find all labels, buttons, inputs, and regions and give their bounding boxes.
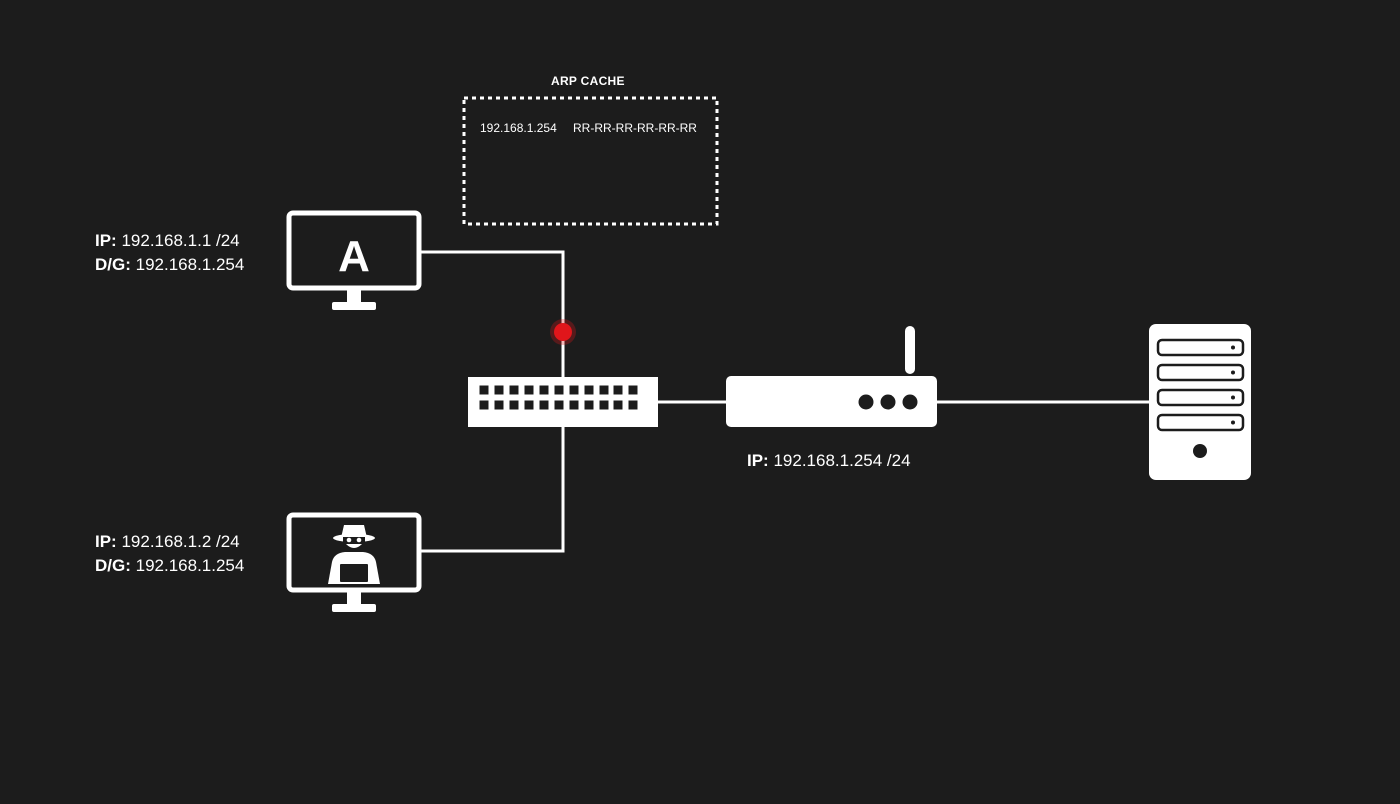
switch-port	[479, 400, 489, 410]
switch-port	[539, 400, 549, 410]
router-icon	[726, 326, 937, 427]
switch-port	[494, 385, 504, 395]
attacker-dg-key: D/G:	[95, 556, 131, 575]
host-a-monitor-icon	[286, 210, 422, 310]
switch-port	[584, 385, 594, 395]
switch-port	[584, 400, 594, 410]
attacker-ip-value: 192.168.1.2 /24	[121, 532, 240, 551]
switch-port	[554, 385, 564, 395]
host-a-ip-key: IP:	[95, 231, 117, 250]
host-a-dg-value: 192.168.1.254	[135, 255, 245, 274]
attacker-ip-label: IP: 192.168.1.2 /24	[95, 530, 240, 554]
server-icon	[1149, 324, 1251, 480]
router-ip-key: IP:	[747, 451, 769, 470]
switch-port	[628, 400, 638, 410]
router-ip-value: 192.168.1.254 /24	[773, 451, 911, 470]
attacker-dg-value: 192.168.1.254	[135, 556, 245, 575]
switch-ports	[479, 385, 638, 410]
switch-port	[524, 400, 534, 410]
link-attacker-switch	[420, 426, 565, 553]
switch-port	[599, 385, 609, 395]
link-host-a-switch	[420, 250, 565, 378]
arp-entry-mac: RR-RR-RR-RR-RR-RR	[573, 121, 697, 135]
host-a-dg-label: D/G: 192.168.1.254	[95, 253, 244, 277]
arp-packet-icon	[550, 319, 576, 345]
switch-port	[569, 385, 579, 395]
arp-cache-box	[462, 96, 719, 226]
hacker-icon	[328, 525, 380, 584]
switch-port	[524, 385, 534, 395]
arp-entry-ip: 192.168.1.254	[480, 121, 557, 135]
host-a-ip-label: IP: 192.168.1.1 /24	[95, 229, 240, 253]
host-a-letter: A	[338, 232, 370, 281]
switch-port	[613, 385, 623, 395]
switch-port	[479, 385, 489, 395]
attacker-dg-label: D/G: 192.168.1.254	[95, 554, 244, 578]
switch-port	[509, 400, 519, 410]
arp-cache-title: ARP CACHE	[551, 74, 625, 88]
switch-port	[509, 385, 519, 395]
switch-port	[628, 385, 638, 395]
switch-port	[569, 400, 579, 410]
attacker-monitor-icon	[286, 512, 422, 612]
switch-port	[494, 400, 504, 410]
host-a-ip-value: 192.168.1.1 /24	[121, 231, 240, 250]
switch-port	[539, 385, 549, 395]
switch-port	[613, 400, 623, 410]
attacker-ip-key: IP:	[95, 532, 117, 551]
switch-port	[554, 400, 564, 410]
router-ip-label: IP: 192.168.1.254 /24	[747, 449, 911, 473]
switch-port	[599, 400, 609, 410]
host-a-dg-key: D/G:	[95, 255, 131, 274]
